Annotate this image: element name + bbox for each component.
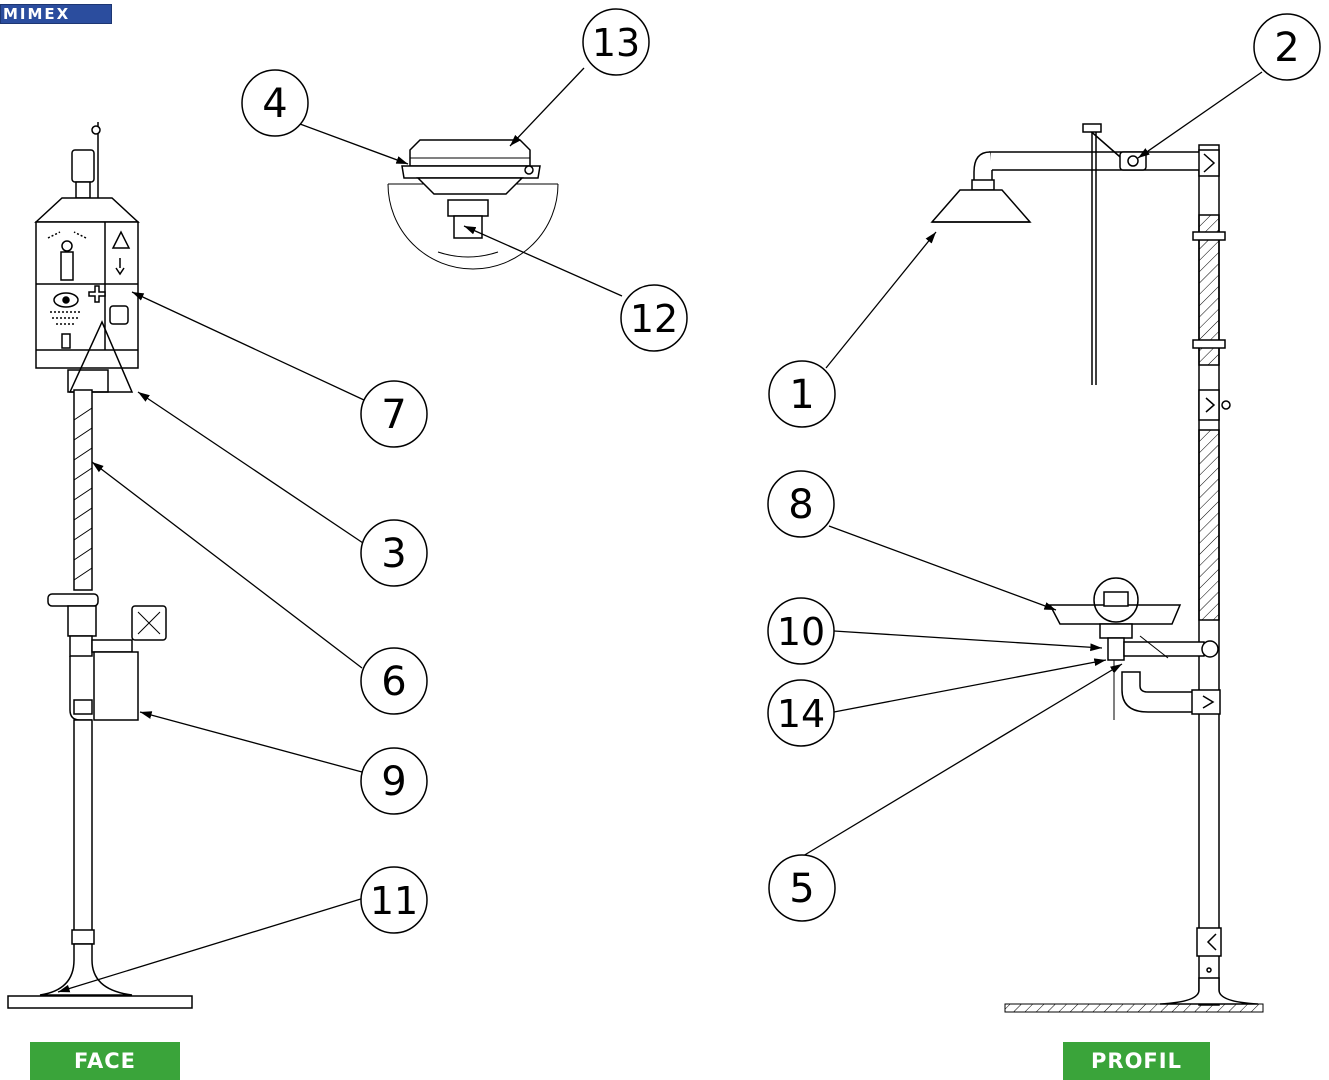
leader-lines — [57, 67, 1263, 993]
callout-14: 14 — [767, 679, 835, 747]
face-view-drawing — [7, 122, 193, 1009]
leader-6 — [91, 461, 363, 669]
leader-14 — [833, 658, 1107, 713]
leader-9 — [139, 711, 363, 773]
leader-10 — [833, 630, 1103, 652]
leader-5 — [787, 663, 1123, 866]
callout-bubbles: 1 2 3 4 5 6 7 8 9 10 11 12 13 14 — [241, 8, 1321, 934]
callout-3: 3 — [360, 519, 428, 587]
callout-4: 4 — [241, 69, 309, 137]
callout-11: 11 — [360, 866, 428, 934]
svg-text:3: 3 — [381, 531, 406, 577]
callout-6: 6 — [360, 647, 428, 715]
svg-text:2: 2 — [1274, 25, 1299, 71]
svg-text:5: 5 — [789, 866, 814, 912]
leader-13 — [509, 67, 585, 147]
svg-text:13: 13 — [592, 21, 640, 65]
svg-text:6: 6 — [381, 659, 406, 705]
callout-8: 8 — [767, 470, 835, 538]
svg-text:10: 10 — [777, 610, 825, 654]
svg-text:9: 9 — [381, 759, 406, 805]
leader-7 — [131, 291, 365, 401]
callout-5: 5 — [768, 854, 836, 922]
callout-7: 7 — [360, 380, 428, 448]
face-view-label: FACE — [30, 1042, 180, 1080]
mimex-logo: MIMEX — [0, 4, 112, 24]
leader-3 — [137, 391, 367, 546]
svg-text:4: 4 — [262, 81, 287, 127]
leader-12 — [463, 225, 623, 297]
leader-4 — [299, 123, 409, 165]
callout-1: 1 — [768, 360, 836, 428]
svg-text:11: 11 — [370, 879, 418, 923]
svg-text:8: 8 — [788, 482, 813, 528]
leader-11 — [57, 897, 365, 993]
callout-10: 10 — [767, 597, 835, 665]
callout-13: 13 — [582, 8, 650, 76]
leader-2 — [1137, 71, 1263, 159]
leader-1 — [825, 231, 937, 369]
leader-8 — [828, 525, 1057, 611]
svg-text:7: 7 — [381, 392, 406, 438]
callout-12: 12 — [620, 284, 688, 352]
shower-head-detail — [387, 139, 559, 270]
svg-text:14: 14 — [777, 692, 825, 736]
svg-text:12: 12 — [630, 297, 678, 341]
profil-view-drawing — [930, 123, 1264, 1013]
callout-2: 2 — [1253, 13, 1321, 81]
profil-view-label: PROFIL — [1063, 1042, 1210, 1080]
callout-9: 9 — [360, 747, 428, 815]
svg-text:1: 1 — [789, 372, 814, 418]
